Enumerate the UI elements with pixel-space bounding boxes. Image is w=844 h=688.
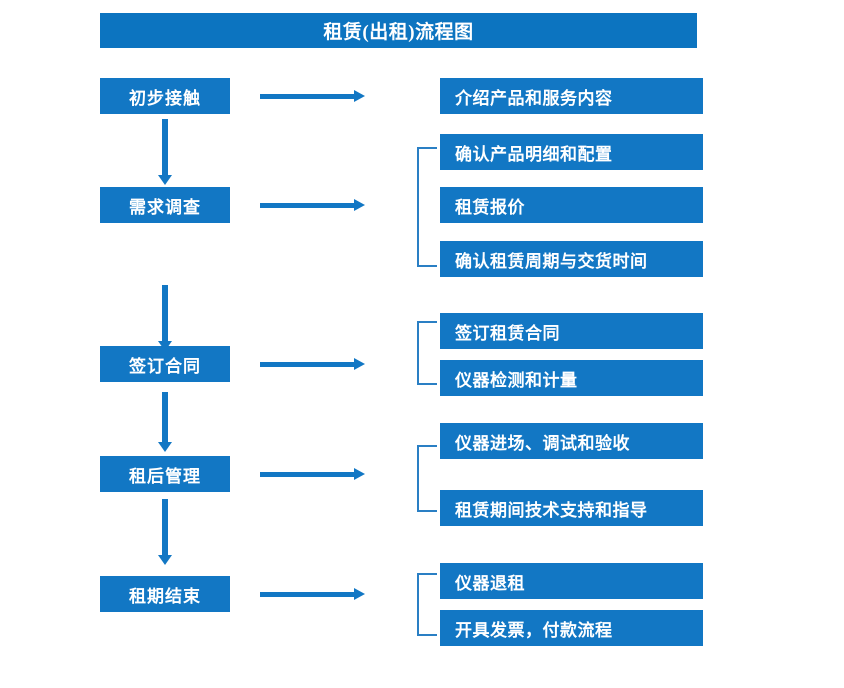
arrow-head: [354, 588, 365, 600]
arrow-head: [158, 442, 172, 452]
arrow-head: [158, 175, 172, 185]
arrow-shaft: [260, 592, 355, 597]
stage-box-3[interactable]: 签订合同: [100, 346, 230, 382]
detail-box-4[interactable]: 确认租赁周期与交货时间: [440, 241, 703, 277]
arrow-head: [354, 468, 365, 480]
bracket-connector-4: [417, 445, 437, 512]
right-arrow-icon-5: [260, 587, 365, 601]
arrow-head: [354, 90, 365, 102]
arrow-shaft: [162, 392, 168, 442]
down-arrow-icon-3: [158, 392, 172, 454]
arrow-shaft: [260, 472, 355, 477]
down-arrow-icon-1: [158, 119, 172, 187]
detail-box-7[interactable]: 仪器进场、调试和验收: [440, 423, 703, 459]
right-arrow-icon-4: [260, 467, 365, 481]
page-title: 租赁(出租)流程图: [100, 13, 697, 48]
stage-box-1[interactable]: 初步接触: [100, 78, 230, 114]
arrow-shaft: [260, 203, 355, 208]
detail-box-6[interactable]: 仪器检测和计量: [440, 360, 703, 396]
bracket-connector-5: [417, 573, 437, 636]
detail-box-8[interactable]: 租赁期间技术支持和指导: [440, 490, 703, 526]
stage-box-2[interactable]: 需求调查: [100, 187, 230, 223]
down-arrow-icon-2: [158, 285, 172, 353]
detail-box-10[interactable]: 开具发票，付款流程: [440, 610, 703, 646]
arrow-shaft: [260, 362, 355, 367]
down-arrow-icon-4: [158, 499, 172, 567]
right-arrow-icon-2: [260, 198, 365, 212]
stage-box-5[interactable]: 租期结束: [100, 576, 230, 612]
detail-box-1[interactable]: 介绍产品和服务内容: [440, 78, 703, 114]
bracket-connector-2: [417, 147, 437, 267]
detail-box-2[interactable]: 确认产品明细和配置: [440, 134, 703, 170]
arrow-shaft: [162, 119, 168, 175]
arrow-shaft: [162, 285, 168, 341]
stage-box-4[interactable]: 租后管理: [100, 456, 230, 492]
arrow-shaft: [162, 499, 168, 555]
arrow-shaft: [260, 94, 355, 99]
right-arrow-icon-3: [260, 357, 365, 371]
arrow-head: [354, 199, 365, 211]
detail-box-9[interactable]: 仪器退租: [440, 563, 703, 599]
arrow-head: [354, 358, 365, 370]
arrow-head: [158, 555, 172, 565]
right-arrow-icon-1: [260, 89, 365, 103]
bracket-connector-3: [417, 321, 437, 385]
detail-box-5[interactable]: 签订租赁合同: [440, 313, 703, 349]
detail-box-3[interactable]: 租赁报价: [440, 187, 703, 223]
